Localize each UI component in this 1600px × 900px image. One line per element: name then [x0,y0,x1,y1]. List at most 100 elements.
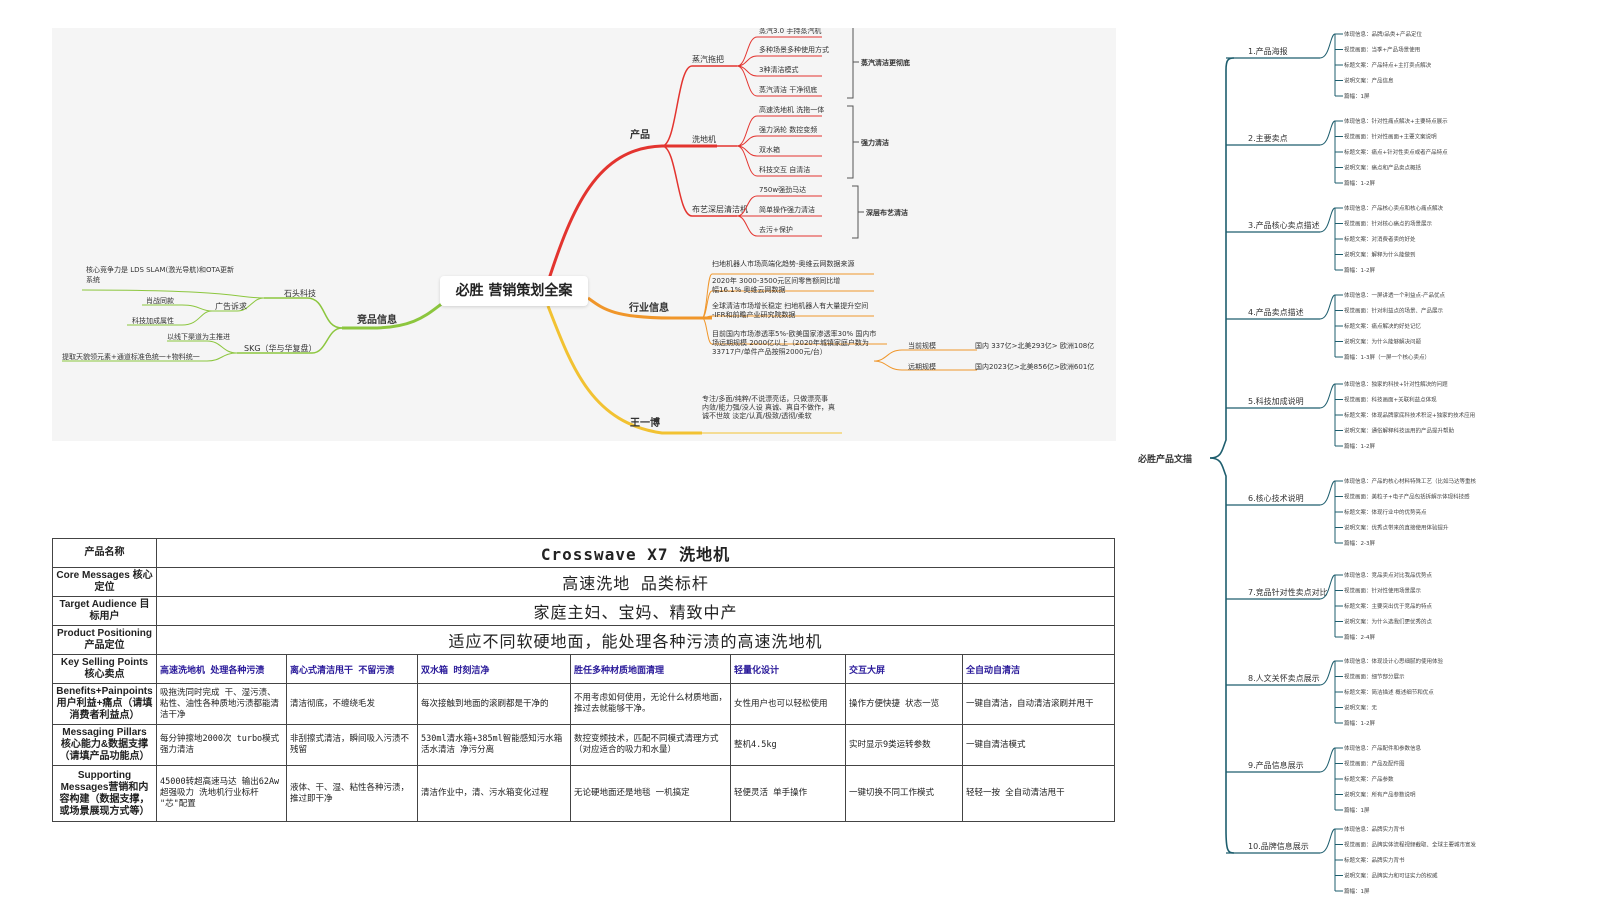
competitor-sub-0-label[interactable]: 石头科技 [284,288,316,298]
right-item[interactable]: 视觉画面：产品及配件图 [1344,760,1405,768]
industry-current-label[interactable]: 当前规模 [908,341,936,350]
right-item[interactable]: 标题文案：痛点+针对性卖点或者产品特点 [1344,148,1448,156]
right-branch-label[interactable]: 5.科技加成说明 [1248,396,1304,406]
industry-leaf[interactable]: 全球清洁市场增长稳定 扫地机器人有大量提升空间 -IFR和前瞻产业研究院数据 [712,301,868,319]
product-sub-0-label[interactable]: 蒸汽拖把 [692,54,724,64]
product-leaf[interactable]: 3种清洁模式 [759,65,798,74]
right-item[interactable]: 体现信息：竞品卖点对比我品优势点 [1344,571,1433,579]
right-item[interactable]: 体现信息：品牌实力背书 [1344,825,1405,833]
right-item[interactable]: 标题文案：产品特点+主打卖点解决 [1344,61,1432,69]
right-tree-root[interactable]: 必胜产品文描 [1137,453,1192,465]
right-item[interactable]: 说明文案：所有产品参数说明 [1344,791,1416,799]
product-leaf[interactable]: 多种场景多种使用方式 [759,45,829,54]
right-branch-label[interactable]: 2.主要卖点 [1248,133,1288,143]
right-item[interactable]: 视觉画面：科技画面+关联利益点体现 [1344,396,1437,404]
right-item[interactable]: 标题文案：主要突出优于竞品的特点 [1344,602,1433,610]
right-item[interactable]: 视觉画面：细节部分展示 [1344,673,1405,681]
product-sub-1-label[interactable]: 洗地机 [692,134,716,144]
right-item[interactable]: 篇幅：1-2屏 [1344,179,1375,187]
competitor-leaf[interactable]: 以线下渠道为主推进 [167,332,230,341]
branch-product-label[interactable]: 产品 [630,128,650,141]
competitor-leaf[interactable]: 提取天貌领元素+通道标准色统一+物料统一 [62,352,200,361]
right-item[interactable]: 说明文案：为什么能够解决问题 [1344,338,1422,346]
right-item[interactable]: 说明文案：通俗解释科技运用的产品提升帮助 [1344,427,1455,435]
right-item[interactable]: 标题文案：体现行业中的优势亮点 [1344,508,1427,516]
right-branch-label[interactable]: 1.产品海报 [1248,46,1288,56]
competitor-leaf[interactable]: 肖战同款 [146,296,174,305]
product-leaf[interactable]: 蒸汽3.0 手持蒸汽机 [759,28,821,35]
branch-competitor-label[interactable]: 竞品信息 [356,313,397,326]
product-leaf[interactable]: 去污+保护 [759,225,793,234]
right-item[interactable]: 篇幅：1屏 [1344,92,1370,100]
right-item[interactable]: 说明文案：品牌实力和可证实力的权威 [1344,872,1438,880]
right-item[interactable]: 篇幅：1屏 [1344,806,1370,814]
right-item[interactable]: 说明文案：解释为什么能做到 [1344,251,1416,259]
right-item[interactable]: 篇幅：1-2屏 [1344,719,1375,727]
right-item[interactable]: 篇幅：1屏 [1344,887,1370,895]
branch-industry-label[interactable]: 行业信息 [628,301,669,314]
right-item[interactable]: 标题文案：品牌实力背书 [1344,856,1405,864]
right-item[interactable]: 篇幅：1-2屏 [1344,266,1375,274]
right-item[interactable]: 体现信息：体现设计心思细腻的使用体验 [1344,657,1444,665]
product-leaf[interactable]: 简单操作强力清洁 [759,205,815,214]
right-branch-label[interactable]: 6.核心技术说明 [1248,493,1304,503]
right-item[interactable]: 视觉画面：针对核心痛点的场景展示 [1344,220,1433,228]
product-summary-tag[interactable]: 强力清洁 [861,138,889,147]
right-item[interactable]: 体现信息：产品配件和参数信息 [1344,744,1422,752]
product-leaf[interactable]: 强力涡轮 数控变频 [759,125,817,134]
right-item[interactable]: 体现信息：针对性痛点解决+主要特点展示 [1344,117,1448,125]
right-branch-label[interactable]: 10.品牌信息展示 [1248,841,1309,851]
branch-person-label[interactable]: 王一博 [630,416,660,429]
product-summary-tag[interactable]: 深层布艺清洁 [866,208,908,217]
right-item[interactable]: 视觉画面：当季+产品场景使用 [1344,46,1420,54]
product-leaf[interactable]: 科技交互 自清洁 [759,165,810,174]
right-branch-label[interactable]: 9.产品信息展示 [1248,760,1304,770]
industry-leaf[interactable]: 扫地机器人市场高端化趋势-奥维云网数据来源 [712,259,855,268]
right-branch-label[interactable]: 8.人文关怀卖点展示 [1248,673,1320,683]
right-item[interactable]: 说明文案：痛点和产品卖点概括 [1344,164,1422,172]
product-leaf[interactable]: 双水箱 [759,145,780,154]
right-item[interactable]: 说明文案：无 [1344,704,1378,712]
right-item[interactable]: 说明文案：产品信息 [1344,77,1394,85]
industry-current-value[interactable]: 国内 337亿>北美293亿> 欧洲108亿 [975,341,1094,350]
competitor-sub-1-label[interactable]: 广告诉求 [215,301,247,311]
right-branch-label[interactable]: 3.产品核心卖点描述 [1248,220,1320,230]
right-item[interactable]: 标题文案：体现品牌家底科技术积淀+独家的技术应用 [1344,411,1475,419]
mindmap-central-topic[interactable]: 必胜 营销策划全案 [440,276,588,306]
right-item[interactable]: 标题文案：对消费者卖的好处 [1344,235,1416,243]
right-item[interactable]: 体现信息：独家的科技+针对性解决的问题 [1344,380,1448,388]
right-item[interactable]: 篇幅：1-3屏（一屏一个核心卖点） [1344,353,1430,361]
industry-future-label[interactable]: 远期规模 [908,362,936,371]
product-leaf[interactable]: 蒸汽清洁 干净彻底 [759,85,817,94]
right-branch-label[interactable]: 7.竞品针对性卖点对比 [1248,587,1328,597]
right-item[interactable]: 篇幅：2-4屏 [1344,633,1375,641]
right-item[interactable]: 视觉画面：品牌实体流程视频截取、全球主要城市宣发 [1344,841,1477,849]
right-item[interactable]: 体现信息：产品的核心材料特殊工艺（比如马达等重核 [1344,477,1477,485]
right-item[interactable]: 篇幅：1-2屏 [1344,442,1375,450]
right-item[interactable]: 篇幅：2-3屏 [1344,539,1375,547]
product-sub-2-label[interactable]: 布艺深层清洁机 [692,204,748,214]
competitor-leaf[interactable]: 科技加成属性 [132,316,174,325]
right-item[interactable]: 体现信息：品牌/品类+产品定位 [1344,30,1422,38]
right-item[interactable]: 视觉画面：针对性使用场景展示 [1344,587,1422,595]
product-summary-tag[interactable]: 蒸汽清洁更彻底 [861,58,910,67]
right-item[interactable]: 体现信息：一屏讲透一个利益点-产品优点 [1344,291,1445,299]
right-item[interactable]: 视觉画面：针对性画面+主要文案说明 [1344,133,1437,141]
right-item[interactable]: 标题文案：简洁描述 概述细节和优点 [1344,688,1434,696]
product-leaf[interactable]: 高速洗地机 洗拖一体 [759,105,824,114]
right-item[interactable]: 说明文案：优秀点带来的直接使用体验提升 [1344,524,1449,532]
right-item[interactable]: 标题文案：痛点解决的好处记忆 [1344,322,1422,330]
product-leaf[interactable]: 750w强劲马达 [759,185,806,194]
right-item[interactable]: 标题文案：产品参数 [1344,775,1394,783]
person-description[interactable]: 专注/多面/纯粹/不说漂亮话，只做漂亮事 内敛/能力强/没人设 真诚、真自不做作… [702,394,835,420]
industry-future-value[interactable]: 国内2023亿>北美856亿>欧洲601亿 [975,362,1094,371]
right-branch-label[interactable]: 4.产品卖点描述 [1248,307,1304,317]
right-item[interactable]: 说明文案：为什么选我们更优秀的点 [1344,618,1433,626]
competitor-sub-2-label[interactable]: SKG（华与华复盘） [244,343,317,353]
right-item[interactable]: 体现信息：产品核心卖点和核心痛点解决 [1344,204,1444,212]
right-item[interactable]: 视觉画面：针对利益点的场景、产品展示 [1344,307,1444,315]
right-item[interactable]: 视觉画面：美粒子+电子产品包括拆解示体现科技感 [1344,493,1470,501]
